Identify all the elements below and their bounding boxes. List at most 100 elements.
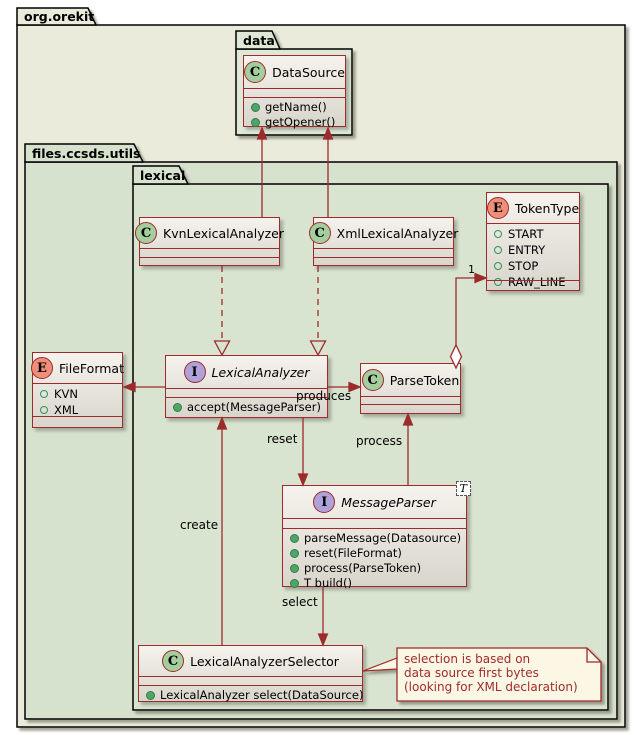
edge-label-create: create [180,518,219,532]
enum-fileformat-title: E FileFormat [31,353,124,383]
fields-compartment [361,396,460,404]
enum-constant-row: ENTRY [494,243,573,257]
method-label: getOpener() [265,115,336,129]
note-text-line: (looking for XML declaration) [404,680,578,694]
note-text-line: data source first bytes [404,666,539,680]
interface-icon: I [183,361,206,383]
method-label: process(ParseToken) [304,561,422,575]
generic-type-badge: T [455,481,471,496]
class-icon: C [361,369,384,391]
enum-constant-row: KVN [40,387,116,401]
class-xmllexicalanalyzer-title: C XmlLexicalAnalyzer [308,218,458,248]
public-method-icon [146,691,155,700]
package-label-org-orekit: org.orekit [24,9,95,24]
enum-constant-row: RAW_LINE [494,275,573,289]
methods-compartment: parseMessage(Datasource) reset(FileForma… [283,528,466,592]
package-label-data: data [243,33,275,48]
method-label: accept(MessageParser) [187,400,321,414]
enum-constant-row: XML [40,403,116,417]
enum-constant-label: KVN [54,387,79,401]
enum-constant-icon [494,246,502,254]
enum-constant-row: START [494,227,573,241]
public-method-icon [290,564,299,573]
note-text-line: selection is based on [404,652,531,666]
enum-constant-label: STOP [508,259,539,273]
class-name: DataSource [272,64,345,80]
package-label-files-ccsds-utils: files.ccsds.utils [32,146,141,161]
public-method-icon [290,549,299,558]
enum-tokentype-title: E TokenType [486,193,580,223]
method-row: T build() [290,577,460,590]
enum-constant-label: RAW_LINE [508,275,566,289]
edge-label-select: select [282,595,318,609]
methods-compartment [314,257,453,265]
methods-compartment [361,404,460,413]
enum-constant-label: ENTRY [508,243,546,257]
interface-messageparser: T I MessageParser parseMessage(Datasourc… [282,481,471,590]
enum-fileformat: E FileFormat KVN XML [31,352,124,428]
enum-constant-icon [494,262,502,270]
enum-name: FileFormat [59,360,124,376]
interface-name: LexicalAnalyzer [211,364,310,380]
method-row: LexicalAnalyzer select(DataSource) [146,689,363,702]
class-icon: C [244,61,267,83]
method-row: getOpener() [251,116,339,129]
enum-name: TokenType [514,200,580,216]
class-icon: C [162,650,185,672]
class-name: KvnLexicalAnalyzer [163,225,285,241]
class-parsetoken: C ParseToken [360,363,461,414]
package-label-lexical: lexical [140,168,186,183]
methods-compartment [487,280,579,290]
method-label: parseMessage(Datasource) [304,531,462,545]
fields-compartment [244,88,345,97]
package-tab [235,30,282,50]
methods-compartment [33,416,122,427]
class-name: XmlLexicalAnalyzer [336,225,459,241]
fields-compartment [166,388,327,397]
class-icon: C [308,222,331,244]
method-row: parseMessage(Datasource) [290,531,462,545]
method-label: T build() [304,576,352,590]
fields-compartment [283,518,466,528]
methods-compartment: accept(MessageParser) [166,397,327,417]
edge-label-reset: reset [267,432,298,446]
edge-label-produces: produces [296,389,352,403]
edge-label-process: process [356,434,403,448]
interface-lexicalanalyzer: I LexicalAnalyzer accept(MessageParser) [165,355,328,418]
enum-icon: E [486,197,509,219]
method-row: reset(FileFormat) [290,547,460,560]
class-datasource-title: C DataSource [244,56,345,88]
enum-constant-icon [494,230,502,238]
enum-tokentype: E TokenType START ENTRY STOP RAW_LINE [486,192,580,291]
enum-constant-icon [40,390,48,398]
interface-lexicalanalyzer-title: I LexicalAnalyzer [166,356,327,388]
class-name: ParseToken [389,372,460,388]
public-method-icon [290,579,299,588]
class-datasource: C DataSource getName() getOpener() [243,55,346,129]
package-tab [132,165,190,185]
class-kvnlexicalanalyzer-title: C KvnLexicalAnalyzer [135,218,284,248]
public-method-icon [251,118,260,127]
enum-constant-icon [40,406,48,414]
class-kvnlexicalanalyzer: C KvnLexicalAnalyzer [135,217,284,266]
methods-compartment: getName() getOpener() [244,97,345,131]
fields-compartment: KVN XML [33,383,122,417]
methods-compartment: LexicalAnalyzer select(DataSource) [139,685,363,704]
enum-constant-label: XML [54,403,79,417]
interface-icon: I [313,491,336,513]
public-method-icon [173,403,182,412]
method-row: getName() [251,101,339,114]
package-tab [16,7,98,26]
fields-compartment [314,248,453,257]
multiplicity-label: 1 [468,263,475,276]
enum-constant-row: STOP [494,259,573,273]
method-label: getName() [265,100,327,114]
public-method-icon [251,103,260,112]
public-method-icon [290,534,299,543]
interface-messageparser-title: I MessageParser [283,486,466,518]
methods-compartment [140,257,279,265]
class-icon: C [135,222,157,244]
class-lexicalanalyzerselector-title: C LexicalAnalyzerSelector [139,646,362,676]
enum-constant-icon [494,278,502,286]
